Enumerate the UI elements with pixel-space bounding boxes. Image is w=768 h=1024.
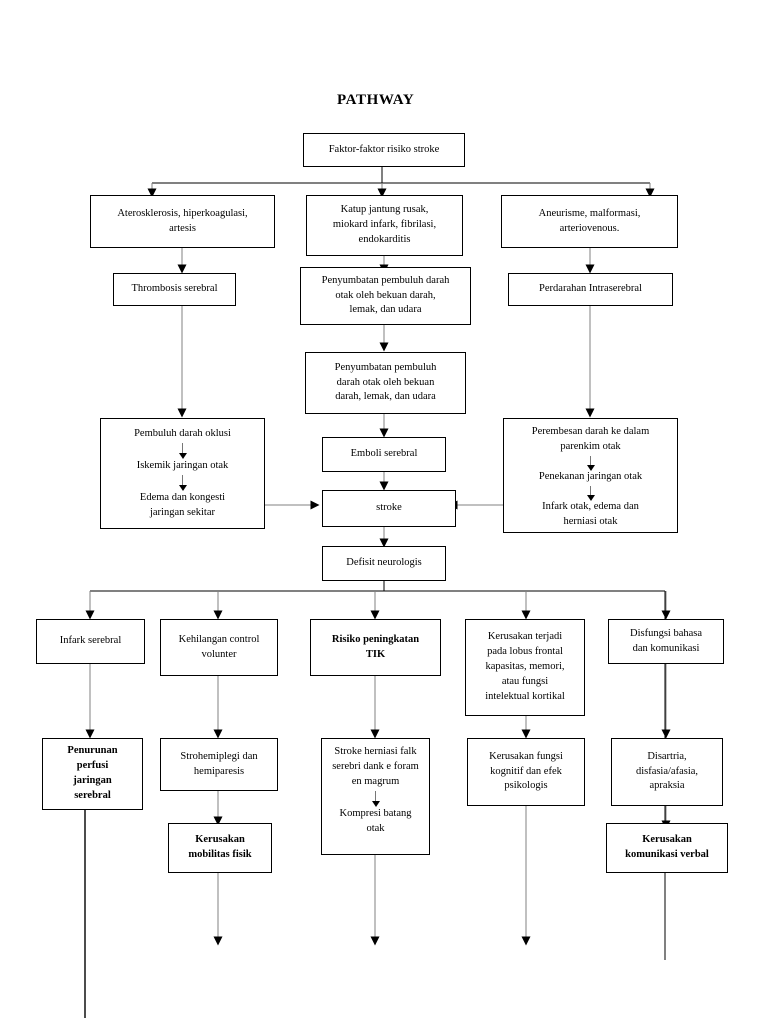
node-text-line-2: artesis xyxy=(169,222,196,234)
node-text-line-5: intelektual kortikal xyxy=(485,690,565,702)
node-mobility-damage[interactable]: Kerusakan mobilitas fisik xyxy=(168,823,272,873)
node-text-line-3: endokarditis xyxy=(358,233,411,245)
node-text-line-2: dan komunikasi xyxy=(632,642,700,654)
chain-stage-2-line-1: Kompresi batang xyxy=(339,807,412,819)
node-occlusion-chain[interactable]: Pembuluh darah oklusi Iskemik jaringan o… xyxy=(100,418,265,529)
node-text-line-3: kapasitas, memori, xyxy=(485,661,565,673)
node-text-line-1: Disartria, xyxy=(647,750,687,762)
node-text-line-1: Kerusakan terjadi xyxy=(487,631,563,643)
chain-stage-2-line-2: otak xyxy=(366,822,385,834)
chain-stage-1-line-1: Perembesan darah ke dalam xyxy=(531,426,650,437)
node-loss-control[interactable]: Kehilangan control volunter xyxy=(160,619,278,676)
node-text-line-1: Aterosklerosis, hiperkoagulasi, xyxy=(117,207,248,219)
node-text-line-2: miokard infark, fibrilasi, xyxy=(332,219,437,231)
node-text-line-1: Kerusakan xyxy=(642,834,692,846)
node-text-line-2: volunter xyxy=(201,648,237,660)
node-text-line-1: Disfungsi bahasa xyxy=(629,627,703,639)
node-bleed-chain[interactable]: Perembesan darah ke dalam parenkim otak … xyxy=(503,418,678,533)
chain-stage-1-line-1: Stroke herniasi falk xyxy=(334,746,417,757)
chain-stage-2: Penekanan jaringan otak xyxy=(538,471,643,483)
node-text-line-2: hemiparesis xyxy=(193,765,245,777)
chain-stage-1-line-3: en magrum xyxy=(351,775,400,787)
node-text-line-2: otak oleh bekuan darah, xyxy=(335,289,436,301)
node-text-line-3: jaringan xyxy=(73,775,112,786)
node-herniation-chain[interactable]: Stroke herniasi falk serebri dank e fora… xyxy=(321,738,430,855)
node-text-line-3: darah, lemak, dan udara xyxy=(335,391,436,403)
node-text-line-2: pada lobus frontal xyxy=(487,646,563,658)
node-text-line-1: Penyumbatan pembuluh darah xyxy=(321,274,450,286)
node-heart-valve[interactable]: Katup jantung rusak, miokard infark, fib… xyxy=(306,195,463,256)
node-text-line-1: Penyumbatan pembuluh xyxy=(334,361,437,373)
node-occlusion-blood[interactable]: Penyumbatan pembuluh darah otak oleh bek… xyxy=(300,267,471,325)
inner-arrow-down-icon xyxy=(586,455,595,471)
node-text-line-2: kognitif dan efek xyxy=(490,765,562,777)
node-infark-serebral[interactable]: Infark serebral xyxy=(36,619,145,664)
inner-arrow-down-icon xyxy=(371,790,380,807)
chain-stage-1-line-2: serebri dank e foram xyxy=(332,760,419,772)
node-text: Thrombosis serebral xyxy=(131,283,218,295)
node-text-line-3: apraksia xyxy=(649,780,685,792)
node-deficit[interactable]: Defisit neurologis xyxy=(322,546,446,581)
inner-arrow-down-icon xyxy=(586,485,595,501)
node-text-line-1: Risiko peningkatan xyxy=(331,633,420,645)
chain-stage-2: Iskemik jaringan otak xyxy=(136,459,229,471)
chain-stage-1: Pembuluh darah oklusi xyxy=(134,428,231,439)
node-text: Perdarahan Intraserebral xyxy=(539,283,642,295)
node-text-line-2: perfusi xyxy=(76,760,109,772)
node-tik-risk[interactable]: Risiko peningkatan TIK xyxy=(310,619,441,676)
node-dysarthria[interactable]: Disartria, disfasia/afasia, apraksia xyxy=(611,738,723,806)
node-text-line-2: disfasia/afasia, xyxy=(635,765,699,777)
node-cognitive-damage[interactable]: Kerusakan fungsi kognitif dan efek psiko… xyxy=(467,738,585,806)
chain-stage-3-line-1: Edema dan kongesti xyxy=(139,491,226,503)
node-text-line-1: Kerusakan fungsi xyxy=(489,750,563,762)
node-text-line-2: darah otak oleh bekuan xyxy=(336,376,435,388)
node-text-line-1: Strohemiplegi dan xyxy=(180,750,258,762)
node-language-dysfunction[interactable]: Disfungsi bahasa dan komunikasi xyxy=(608,619,724,664)
node-risk-factors[interactable]: Faktor-faktor risiko stroke xyxy=(303,133,465,167)
inner-arrow-down-icon xyxy=(178,474,187,491)
node-text-line-1: Aneurisme, malformasi, xyxy=(538,207,641,219)
node-hemiplegia[interactable]: Strohemiplegi dan hemiparesis xyxy=(160,738,278,791)
chain-stage-3-line-2: jaringan sekitar xyxy=(149,506,215,518)
node-text-line-2: mobilitas fisik xyxy=(188,849,252,860)
node-text-line-4: serebral xyxy=(74,789,111,801)
inner-arrow-down-icon xyxy=(178,442,187,459)
node-text-line-1: Penurunan xyxy=(67,745,118,757)
node-stroke[interactable]: stroke xyxy=(322,490,456,527)
node-text-line-2: arteriovenous. xyxy=(559,222,620,234)
node-frontal-damage[interactable]: Kerusakan terjadi pada lobus frontal kap… xyxy=(465,619,585,716)
page-title: PATHWAY xyxy=(337,92,415,108)
node-atherosclerosis[interactable]: Aterosklerosis, hiperkoagulasi, artesis xyxy=(90,195,275,248)
node-text: stroke xyxy=(376,502,402,514)
node-text-line-2: komunikasi verbal xyxy=(625,849,709,860)
node-text-line-1: Katup jantung rusak, xyxy=(340,204,429,216)
node-text: Emboli serebral xyxy=(350,448,418,460)
node-text-line-1: Kehilangan control xyxy=(178,633,260,645)
node-text-line-1: Kerusakan xyxy=(195,834,245,846)
node-verbal-comm-damage[interactable]: Kerusakan komunikasi verbal xyxy=(606,823,728,873)
node-text: Defisit neurologis xyxy=(346,557,422,569)
node-perfusion-decrease[interactable]: Penurunan perfusi jaringan serebral xyxy=(42,738,143,810)
node-intracerebral-bleed[interactable]: Perdarahan Intraserebral xyxy=(508,273,673,306)
node-text-line-3: psikologis xyxy=(504,780,548,792)
node-text: Infark serebral xyxy=(59,635,122,647)
node-text-line-2: TIK xyxy=(365,648,386,660)
node-emboli[interactable]: Emboli serebral xyxy=(322,437,446,472)
node-text: Faktor-faktor risiko stroke xyxy=(328,143,440,155)
chain-stage-1-line-2: parenkim otak xyxy=(560,440,621,452)
chain-stage-3-line-1: Infark otak, edema dan xyxy=(542,501,639,513)
node-text-line-3: lemak, dan udara xyxy=(349,304,422,316)
node-thrombosis[interactable]: Thrombosis serebral xyxy=(113,273,236,306)
node-occlusion-blood-2[interactable]: Penyumbatan pembuluh darah otak oleh bek… xyxy=(305,352,466,414)
node-text-line-4: atau fungsi xyxy=(501,675,549,687)
node-aneurysm[interactable]: Aneurisme, malformasi, arteriovenous. xyxy=(501,195,678,248)
chain-stage-3-line-2: herniasi otak xyxy=(563,516,618,528)
